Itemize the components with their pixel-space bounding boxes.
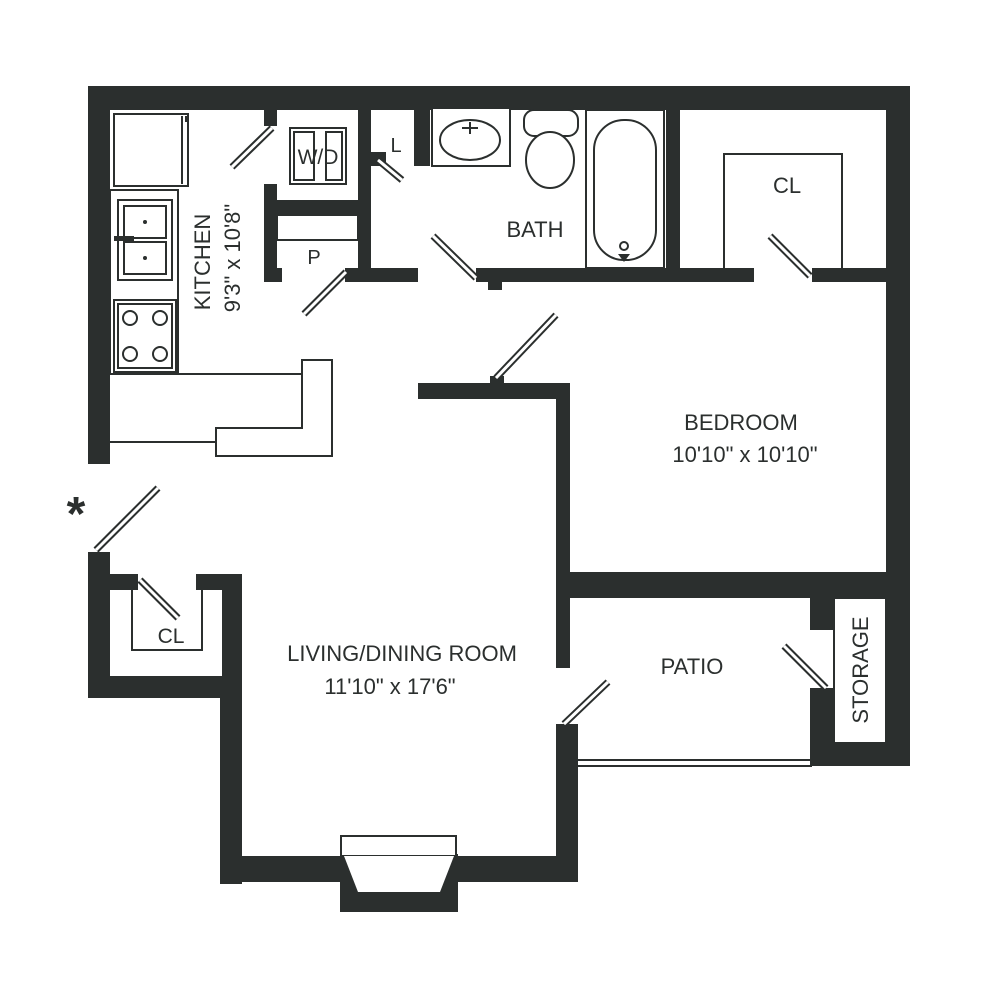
wd-label: W/D [298, 146, 339, 169]
kitchen-dims: 9'3" x 10'8" [220, 204, 245, 312]
living-dims: 11'10" x 17'6" [324, 674, 455, 699]
living-label: LIVING/DINING ROOM [287, 641, 517, 666]
pantry-label: P [307, 247, 320, 269]
refrigerator-icon [113, 113, 189, 187]
bedroom-dims: 10'10" x 10'10" [672, 442, 817, 467]
kitchen-label: KITCHEN [190, 214, 215, 311]
bathtub-icon [585, 109, 665, 269]
patio-label: PATIO [661, 654, 724, 679]
kitchen-counter [109, 189, 333, 457]
storage-label: STORAGE [848, 616, 873, 723]
toilet-icon [523, 109, 579, 189]
entry-closet-label: CL [158, 625, 185, 648]
kitchen-sink-icon [114, 199, 173, 281]
fireplace-icon [340, 835, 457, 892]
entry-marker: * [67, 488, 86, 541]
stove-icon [113, 299, 177, 373]
closet-shelf [723, 153, 843, 268]
doors [93, 125, 829, 727]
washer-dryer [289, 127, 347, 185]
storage-box [833, 597, 887, 744]
patio-rail [578, 759, 812, 767]
walls [88, 86, 910, 912]
bedroom-label: BEDROOM [684, 410, 798, 435]
sink-icon [431, 107, 511, 167]
bedroom-closet-label: CL [773, 173, 801, 198]
linen-label: L [390, 135, 401, 157]
bath-label: BATH [506, 217, 563, 242]
entry-closet-shelf [131, 590, 203, 651]
pantry-shelf [276, 214, 359, 241]
